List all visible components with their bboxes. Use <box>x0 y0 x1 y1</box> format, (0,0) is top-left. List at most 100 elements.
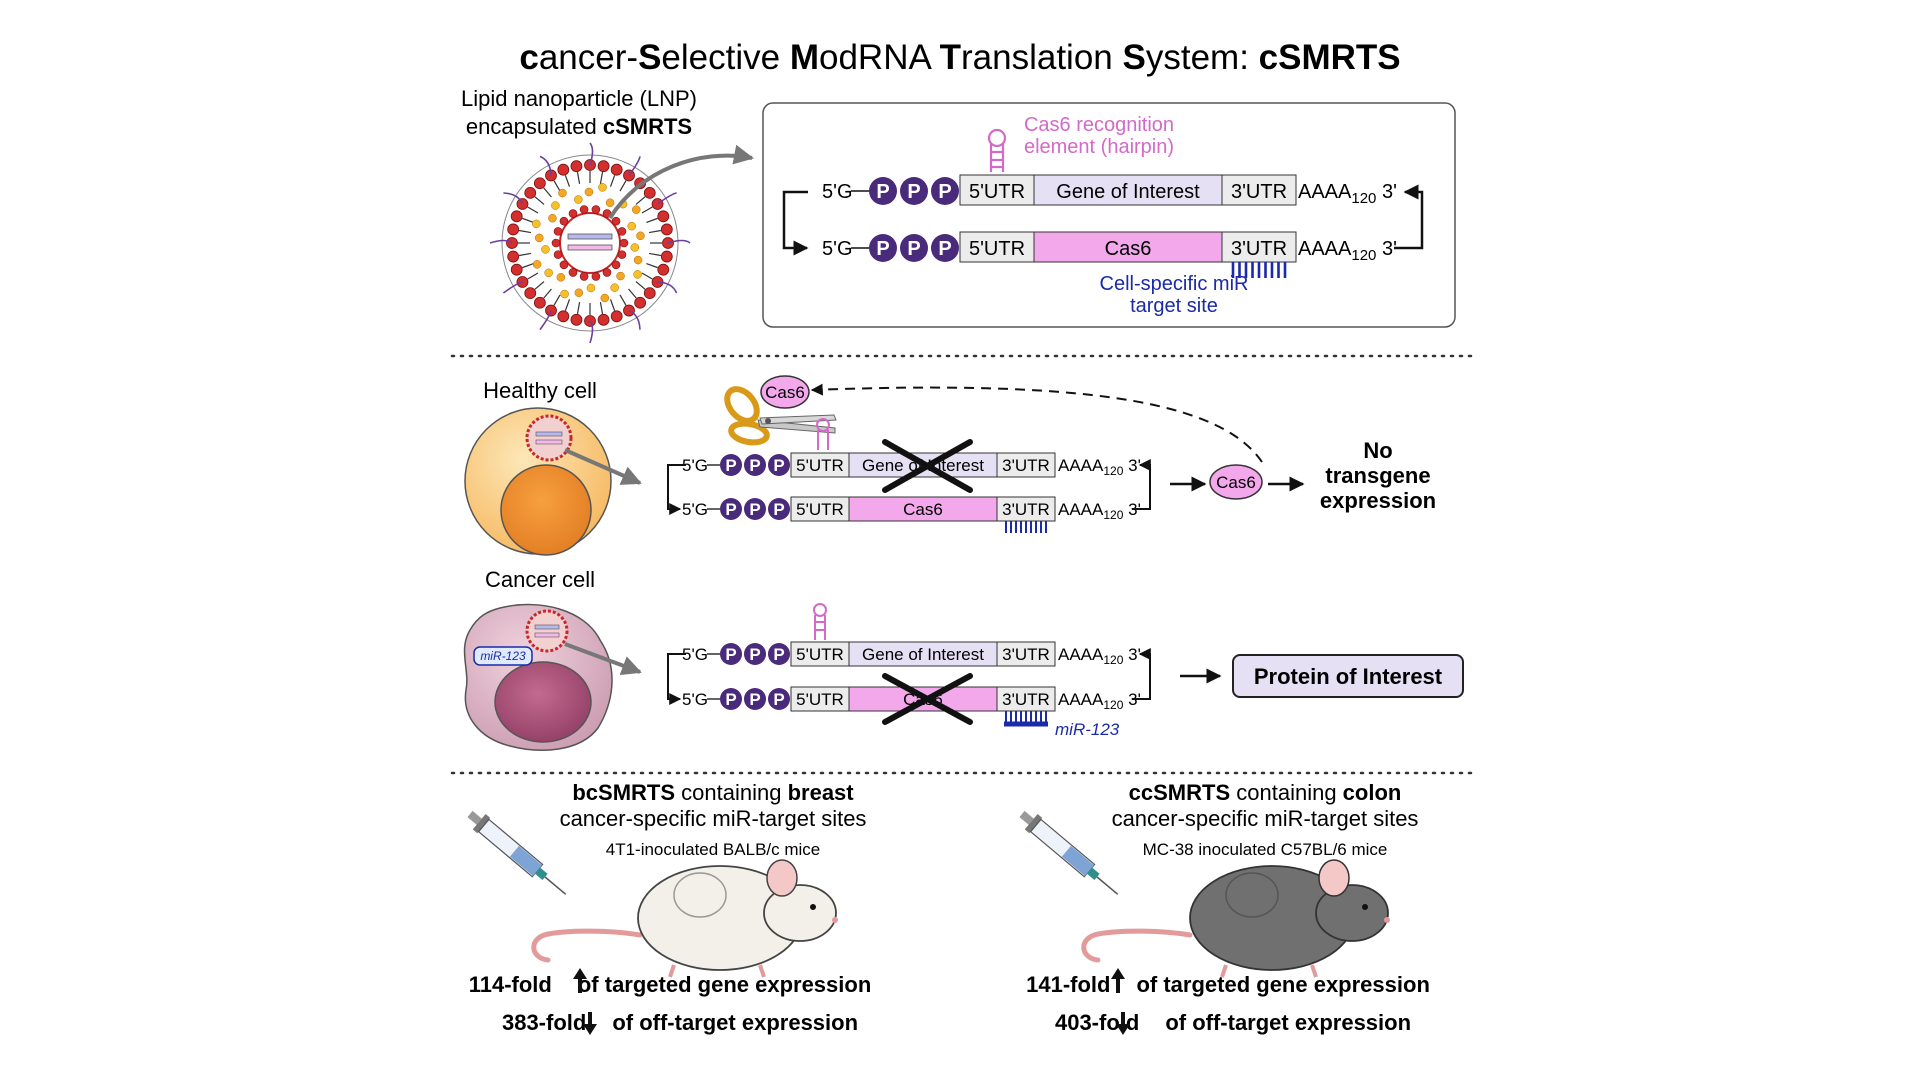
svg-text:Cas6: Cas6 <box>1216 473 1256 492</box>
svg-text:AAAA120 3': AAAA120 3' <box>1058 690 1141 712</box>
construct-goi-mrna: 5'G P P P 5'UTR Gene of Interest 3'UTR A… <box>822 174 1397 207</box>
svg-text:3'UTR: 3'UTR <box>1002 500 1050 519</box>
mir-target-site-icon <box>1231 262 1287 278</box>
svg-text:P: P <box>773 456 784 475</box>
cas6-protein: Cas6 <box>1209 464 1263 500</box>
svg-text:3'UTR: 3'UTR <box>1231 238 1287 260</box>
svg-text:5'UTR: 5'UTR <box>969 238 1025 260</box>
svg-text:Gene of Interest: Gene of Interest <box>1056 181 1200 203</box>
healthy-uptake-arrow <box>564 448 642 485</box>
svg-text:AAAA120 3': AAAA120 3' <box>1058 500 1141 522</box>
svg-text:P: P <box>876 181 889 203</box>
page-title: cancer-Selective ModRNA Translation Syst… <box>519 38 1400 77</box>
svg-text:P: P <box>773 645 784 664</box>
svg-text:5'UTR: 5'UTR <box>796 690 844 709</box>
construct-panel <box>762 102 1456 328</box>
no-expression-label: No <box>1363 438 1392 463</box>
svg-text:3'UTR: 3'UTR <box>1002 645 1050 664</box>
svg-text:Cas6: Cas6 <box>1105 238 1152 260</box>
svg-text:Gene of Interest: Gene of Interest <box>862 645 984 664</box>
mir-target-site-icon <box>1005 521 1047 533</box>
mir-123-label: miR-123 <box>1055 720 1120 739</box>
lipid-nanoparticle <box>489 142 691 344</box>
cross-out-icon <box>882 439 973 493</box>
svg-text:5'G: 5'G <box>682 500 708 519</box>
svg-text:5'G: 5'G <box>682 645 708 664</box>
svg-text:5'UTR: 5'UTR <box>969 181 1025 203</box>
hairpin-label: Cas6 recognition <box>1024 114 1174 136</box>
feedback-dashed-arrow <box>810 383 1263 463</box>
svg-text:P: P <box>725 690 736 709</box>
svg-text:P: P <box>749 500 760 519</box>
colon-heading-2: cancer-specific miR-target sites <box>1112 806 1419 831</box>
svg-text:P: P <box>907 181 920 203</box>
mouse-black <box>1081 859 1390 978</box>
no-expression-label-3: expression <box>1320 488 1436 513</box>
breast-heading-2: cancer-specific miR-target sites <box>560 806 867 831</box>
svg-text:P: P <box>938 181 951 203</box>
svg-text:P: P <box>749 645 760 664</box>
svg-text:Protein of Interest: Protein of Interest <box>1254 664 1443 689</box>
down-arrow-icon <box>1116 1012 1130 1035</box>
svg-text:P: P <box>907 238 920 260</box>
svg-text:P: P <box>773 690 784 709</box>
breast-mice: 4T1-inoculated BALB/c mice <box>606 840 821 859</box>
up-arrow-icon <box>1111 968 1125 993</box>
svg-text:Cas6: Cas6 <box>903 500 943 519</box>
svg-text:AAAA120 3': AAAA120 3' <box>1298 181 1397 207</box>
bracket-right <box>1132 459 1151 510</box>
svg-text:5'UTR: 5'UTR <box>796 456 844 475</box>
svg-text:AAAA120 3': AAAA120 3' <box>1298 238 1397 264</box>
construct-cas6-mrna: 5'G P P P 5'UTR Cas6 3'UTR AAAA120 3' <box>822 231 1397 264</box>
svg-text:Cas6: Cas6 <box>765 383 805 402</box>
down-arrow-icon <box>583 1012 597 1035</box>
healthy-cas6-mrna: 5'G P P P 5'UTR Cas6 3'UTR AAAA120 3' <box>682 496 1141 522</box>
no-expression-label-2: transgene <box>1325 463 1430 488</box>
hairpin-icon <box>816 418 830 450</box>
cancer-cell-label: Cancer cell <box>485 567 595 592</box>
healthy-goi-mrna: 5'G P P P 5'UTR Gene of Interest 3'UTR A… <box>682 452 1141 478</box>
lnp-label-2: encapsulated cSMRTS <box>466 114 692 139</box>
svg-text:P: P <box>876 238 889 260</box>
svg-text:AAAA120 3': AAAA120 3' <box>1058 645 1141 667</box>
svg-text:AAAA120 3': AAAA120 3' <box>1058 456 1141 478</box>
svg-text:P: P <box>773 500 784 519</box>
hairpin-icon <box>813 603 827 640</box>
syringe-icon <box>467 810 567 895</box>
svg-text:P: P <box>938 238 951 260</box>
svg-text:5'G: 5'G <box>682 690 708 709</box>
hairpin-icon <box>987 128 1007 172</box>
cancer-uptake-arrow <box>564 642 642 676</box>
mir-target-label: Cell-specific miR <box>1100 273 1249 295</box>
cross-out-icon <box>882 673 973 725</box>
cancer-cell: miR-123 <box>463 603 613 751</box>
hairpin-label-2: element (hairpin) <box>1024 136 1174 158</box>
svg-text:3'UTR: 3'UTR <box>1002 690 1050 709</box>
mir-target-label-2: target site <box>1130 295 1218 317</box>
svg-text:P: P <box>725 645 736 664</box>
colon-mice: MC-38 inoculated C57BL/6 mice <box>1143 840 1388 859</box>
svg-text:P: P <box>725 500 736 519</box>
lnp-arrow <box>608 144 754 220</box>
svg-text:3'UTR: 3'UTR <box>1231 181 1287 203</box>
bracket-left <box>667 653 686 705</box>
svg-text:5'G: 5'G <box>682 456 708 475</box>
protein-of-interest-box: Protein of Interest <box>1232 654 1464 698</box>
healthy-cell-label: Healthy cell <box>483 378 597 403</box>
svg-text:P: P <box>725 456 736 475</box>
mouse-white <box>531 859 838 978</box>
svg-text:5'G: 5'G <box>822 181 853 203</box>
mir-tag: miR-123 <box>480 649 526 663</box>
svg-text:3'UTR: 3'UTR <box>1002 456 1050 475</box>
svg-text:P: P <box>749 690 760 709</box>
svg-text:P: P <box>749 456 760 475</box>
mir-bound-icon <box>1004 711 1048 727</box>
bracket-left <box>667 464 686 515</box>
bracket-right <box>1132 648 1151 700</box>
breast-heading: bcSMRTS containing breast <box>572 780 854 805</box>
colon-heading: ccSMRTS containing colon <box>1129 780 1402 805</box>
bracket-right <box>1394 184 1424 250</box>
